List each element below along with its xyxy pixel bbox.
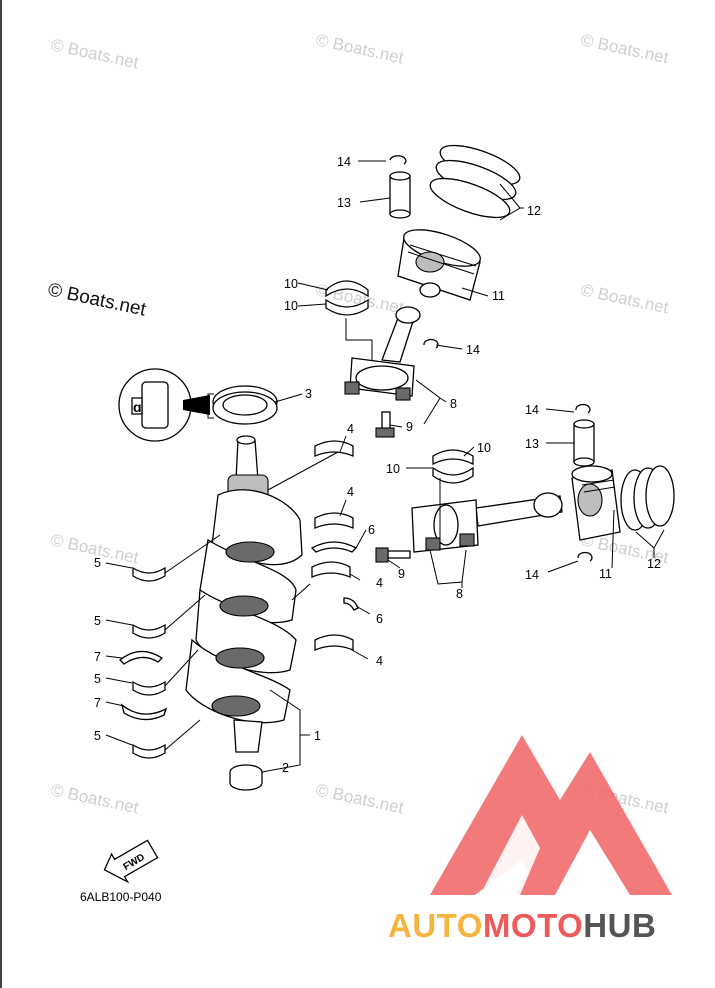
callout-5: 5: [94, 556, 101, 570]
callout-4: 4: [347, 485, 354, 499]
callout-10: 10: [386, 462, 400, 476]
connecting-rod: [411, 492, 563, 553]
callout-7: 7: [94, 696, 101, 710]
lower-piston-assembly: [375, 403, 675, 563]
callout-8: 8: [456, 587, 463, 601]
watermark: © Boats.net: [579, 280, 670, 317]
conrod-bearing: [325, 280, 369, 316]
callout-9: 9: [398, 567, 405, 581]
piston-pin: [573, 419, 595, 467]
conrod-bolt: [375, 411, 395, 438]
callout-5: 5: [94, 729, 101, 743]
callout-3: 3: [305, 387, 312, 401]
callout-10: 10: [284, 299, 298, 313]
piston-pin-clip: [575, 403, 591, 414]
piston-rings: [429, 144, 521, 219]
watermark: © Boats.net: [314, 780, 405, 817]
piston-pin-clip: [577, 551, 593, 562]
oil-seal-detail: ɑ: [118, 368, 214, 442]
callout-9: 9: [406, 420, 413, 434]
callout-14: 14: [525, 568, 539, 582]
svg-text:ɑ: ɑ: [133, 399, 142, 415]
callout-14: 14: [466, 343, 480, 357]
piston-pin-clip: [423, 338, 439, 349]
callout-4: 4: [347, 422, 354, 436]
callout-5: 5: [94, 672, 101, 686]
piston-rings: [620, 465, 675, 531]
watermark: © Boats.net: [314, 30, 405, 67]
callout-6: 6: [376, 612, 383, 626]
callout-11: 11: [492, 289, 505, 303]
piston-pin: [389, 171, 411, 219]
connecting-rod: [344, 306, 421, 401]
forward-arrow-icon: FWD: [103, 839, 159, 884]
callout-12: 12: [647, 557, 661, 571]
callout-4: 4: [376, 654, 383, 668]
oil-seal: [212, 385, 278, 425]
callout-numbers: 14 13 12 11 10 10 14 8 9 3 4 4 6 4 6 4 5…: [94, 155, 661, 775]
logo-mark: [430, 735, 672, 895]
diagram-code: 6ALB100-P040: [80, 890, 162, 904]
callout-10: 10: [477, 441, 491, 455]
upper-piston-assembly: [325, 144, 521, 438]
callout-11: 11: [599, 567, 612, 581]
leader-lines: [105, 160, 665, 773]
thrust-bearing-ring: [229, 764, 263, 791]
callout-5: 5: [94, 614, 101, 628]
watermark-main: © Boats.net: [46, 279, 148, 320]
callout-14: 14: [337, 155, 351, 169]
callout-8: 8: [450, 397, 457, 411]
callout-10: 10: [284, 277, 298, 291]
callout-4: 4: [376, 576, 383, 590]
automotohub-logo: AUTOMOTOHUB: [388, 735, 672, 944]
watermark: © Boats.net: [579, 30, 670, 67]
callout-7: 7: [94, 650, 101, 664]
callout-14: 14: [525, 403, 539, 417]
main-bearings: [119, 440, 359, 759]
piston: [397, 229, 481, 301]
watermark: © Boats.net: [49, 35, 140, 72]
conrod-bolt: [375, 547, 411, 563]
piston: [571, 465, 621, 541]
callout-6: 6: [368, 523, 375, 537]
crankshaft: [185, 435, 303, 753]
callout-12: 12: [527, 204, 541, 218]
callout-13: 13: [525, 437, 539, 451]
callout-13: 13: [337, 196, 351, 210]
logo-text: AUTOMOTOHUB: [388, 907, 656, 944]
watermark: © Boats.net: [49, 780, 140, 817]
callout-2: 2: [282, 761, 289, 775]
conrod-bearing: [432, 449, 474, 484]
callout-1: 1: [314, 729, 321, 743]
piston-pin-clip: [389, 155, 407, 165]
